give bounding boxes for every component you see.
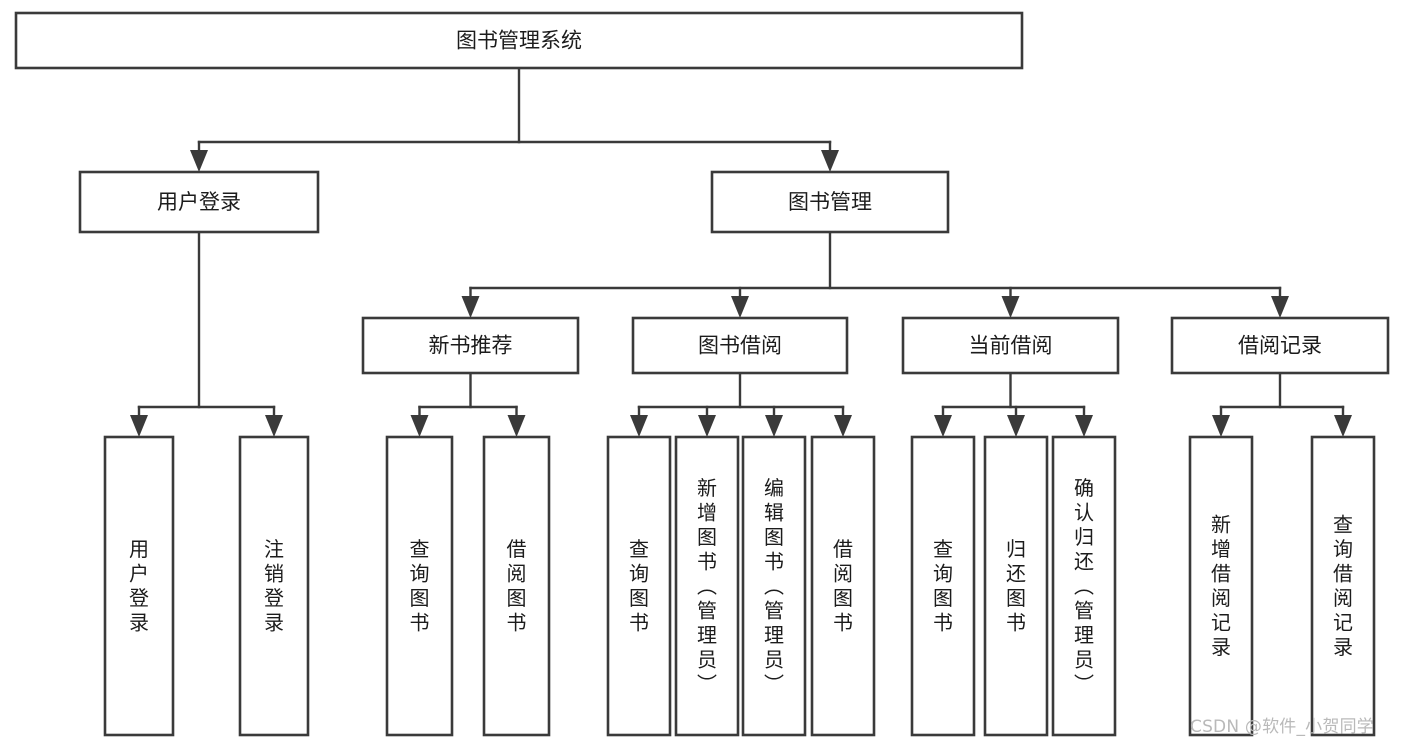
node-label: 借阅记录	[1238, 334, 1322, 358]
node-label: 确认归还︵管理员︶	[1074, 476, 1094, 696]
arrow-head	[821, 150, 839, 172]
node-l-add-book[interactable]: 新增图书︵管理员︶	[674, 435, 740, 737]
node-box[interactable]	[710, 170, 950, 234]
node-n-current[interactable]: 当前借阅	[901, 316, 1120, 375]
node-n-user-login[interactable]: 用户登录	[78, 170, 320, 234]
node-box[interactable]	[910, 435, 976, 737]
node-l-user-login[interactable]: 用户登录	[103, 435, 175, 737]
node-box[interactable]	[238, 435, 310, 737]
arrow-head	[190, 150, 208, 172]
node-box[interactable]	[1051, 435, 1117, 737]
node-box[interactable]	[1310, 435, 1376, 737]
node-label: 当前借阅	[969, 334, 1053, 358]
arrow-head	[630, 415, 648, 437]
arrow-head	[1271, 296, 1289, 318]
node-box[interactable]	[606, 435, 672, 737]
arrow-head	[1007, 415, 1025, 437]
node-label: 查询借阅记录	[1333, 513, 1353, 660]
node-label: 新书推荐	[429, 334, 513, 358]
node-l-query-record[interactable]: 查询借阅记录	[1310, 435, 1376, 737]
node-l-query-book-2[interactable]: 查询图书	[606, 435, 672, 737]
node-l-add-record[interactable]: 新增借阅记录	[1188, 435, 1254, 737]
node-n-new-book[interactable]: 新书推荐	[361, 316, 580, 375]
node-box[interactable]	[631, 316, 849, 375]
node-label: 用户登录	[157, 190, 241, 214]
arrow-head	[765, 415, 783, 437]
arrow-head	[461, 296, 480, 318]
node-l-borrow-book-1[interactable]: 借阅图书	[482, 435, 551, 737]
arrow-head	[731, 296, 749, 318]
arrow-head	[1075, 415, 1093, 437]
node-label: 查询图书	[933, 537, 953, 635]
nodes-layer: 图书管理系统用户登录图书管理新书推荐图书借阅当前借阅借阅记录用户登录注销登录查询…	[14, 11, 1390, 737]
arrow-head	[410, 415, 429, 437]
node-label: 图书管理	[788, 190, 872, 214]
node-label: 查询图书	[410, 537, 430, 635]
node-box[interactable]	[1188, 435, 1254, 737]
node-label: 借阅图书	[833, 537, 853, 635]
arrow-head	[698, 415, 716, 437]
node-label: 新增图书︵管理员︶	[697, 476, 717, 696]
node-box[interactable]	[983, 435, 1049, 737]
node-label: 借阅图书	[507, 537, 527, 635]
node-l-confirm-return[interactable]: 确认归还︵管理员︶	[1051, 435, 1117, 737]
node-box[interactable]	[14, 11, 1024, 70]
node-label: 新增借阅记录	[1211, 513, 1231, 660]
node-box[interactable]	[361, 316, 580, 375]
node-box[interactable]	[741, 435, 807, 737]
arrow-head	[265, 415, 283, 437]
arrow-head	[1334, 415, 1352, 437]
connectors-layer	[130, 66, 1352, 437]
node-label: 图书管理系统	[456, 29, 582, 53]
arrow-head	[130, 415, 148, 437]
arrow-head	[1212, 415, 1230, 437]
node-label: 图书借阅	[698, 334, 782, 358]
node-box[interactable]	[810, 435, 876, 737]
node-box[interactable]	[103, 435, 175, 737]
node-box[interactable]	[78, 170, 320, 234]
node-label: 用户登录	[129, 537, 149, 635]
arrow-head	[834, 415, 852, 437]
node-label: 归还图书	[1006, 537, 1026, 635]
node-l-logout[interactable]: 注销登录	[238, 435, 310, 737]
node-box[interactable]	[674, 435, 740, 737]
arrow-head	[934, 415, 952, 437]
node-n-book-manage[interactable]: 图书管理	[710, 170, 950, 234]
node-root[interactable]: 图书管理系统	[14, 11, 1024, 70]
node-l-query-book-3[interactable]: 查询图书	[910, 435, 976, 737]
node-l-edit-book[interactable]: 编辑图书︵管理员︶	[741, 435, 807, 737]
node-box[interactable]	[482, 435, 551, 737]
node-l-borrow-book-2[interactable]: 借阅图书	[810, 435, 876, 737]
node-n-record[interactable]: 借阅记录	[1170, 316, 1390, 375]
node-label: 注销登录	[264, 537, 284, 635]
node-n-borrow[interactable]: 图书借阅	[631, 316, 849, 375]
arrow-head	[507, 415, 526, 437]
node-box[interactable]	[901, 316, 1120, 375]
arrow-head	[1001, 296, 1020, 318]
node-l-query-book-1[interactable]: 查询图书	[385, 435, 454, 737]
node-label: 查询图书	[629, 537, 649, 635]
node-box[interactable]	[1170, 316, 1390, 375]
node-label: 编辑图书︵管理员︶	[764, 476, 784, 696]
node-box[interactable]	[385, 435, 454, 737]
node-l-return-book[interactable]: 归还图书	[983, 435, 1049, 737]
